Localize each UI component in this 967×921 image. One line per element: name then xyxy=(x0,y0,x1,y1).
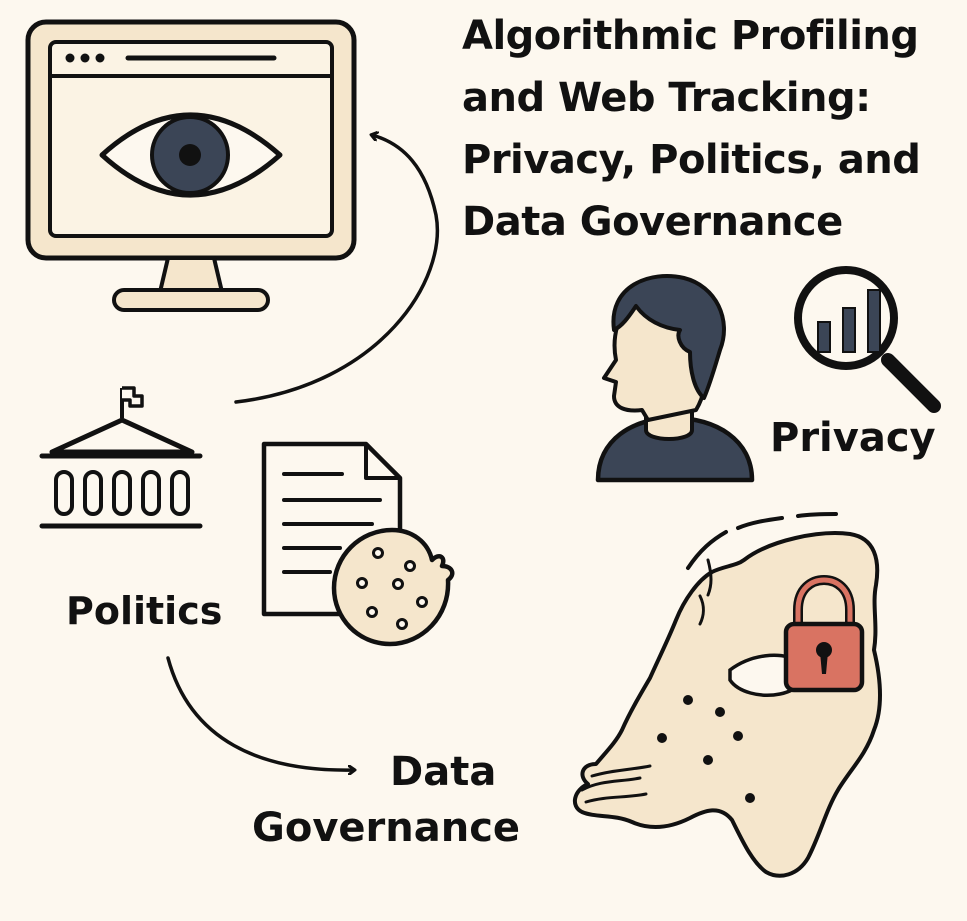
person-icon xyxy=(595,274,755,483)
cookie-icon xyxy=(331,527,455,647)
arrow-politics-to-monitor xyxy=(234,135,439,404)
government-building-icon xyxy=(39,386,203,529)
monitor-eye-icon xyxy=(25,19,357,312)
arrow-politics-to-data-governance xyxy=(166,656,354,770)
privacy-label: Privacy xyxy=(770,415,936,461)
politics-label: Politics xyxy=(66,589,223,633)
title-line-3: Privacy, Politics, and xyxy=(462,137,921,183)
padlock-icon xyxy=(783,574,865,693)
magnifier-bar-chart-icon xyxy=(794,266,941,413)
data-governance-label-line-2: Governance xyxy=(252,805,521,851)
title-line-4: Data Governance xyxy=(462,199,843,245)
title-line-1: Algorithmic Profiling xyxy=(462,13,919,59)
netherlands-map-icon xyxy=(572,512,883,878)
title-line-2: and Web Tracking: xyxy=(462,75,871,121)
data-governance-label-line-1: Data xyxy=(390,749,497,795)
